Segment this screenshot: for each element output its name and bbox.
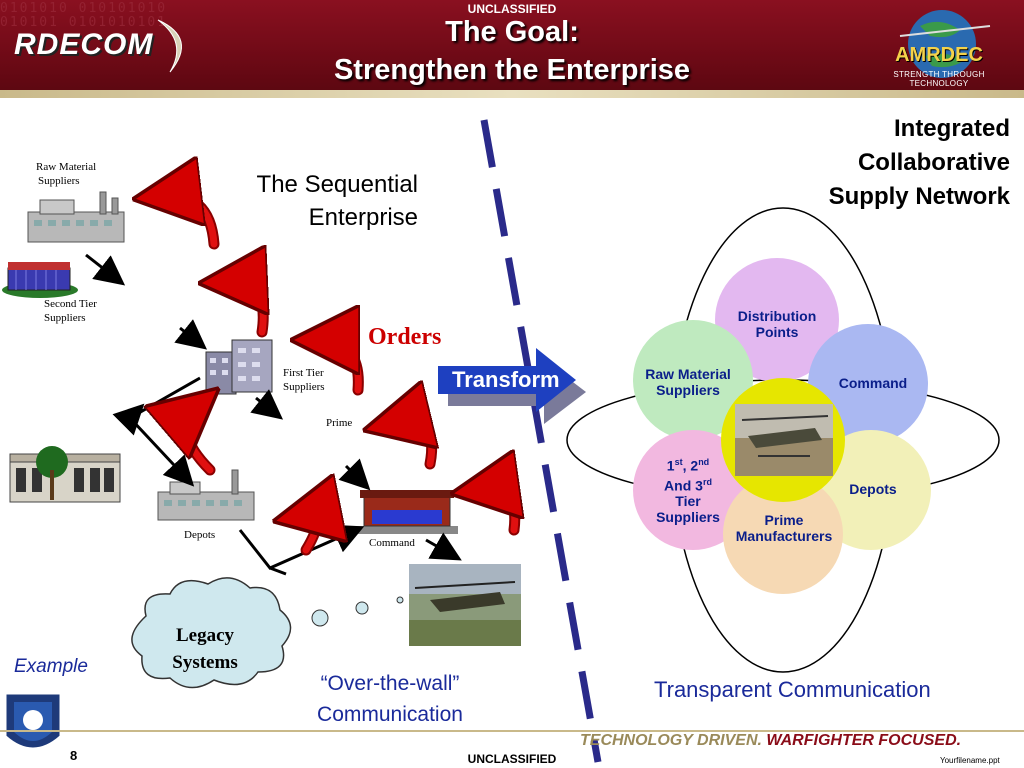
header-banner: 0101010 010101010 010101 0101010101 RDEC… — [0, 0, 1024, 96]
tier-suppliers-circle-label: 1st, 2nd And 3rd Tier Suppliers — [633, 454, 743, 525]
orders-label: Orders — [368, 324, 442, 350]
prime-line1: Prime — [764, 512, 804, 528]
heading-left-line2: Enterprise — [308, 204, 418, 231]
filename-label: Yourfilename.ppt — [940, 756, 1000, 765]
raw-line2: Suppliers — [656, 382, 720, 398]
factory-icon — [2, 262, 78, 298]
tier-line4: Suppliers — [656, 509, 720, 526]
transform-arrow — [438, 348, 586, 424]
transform-label: Transform — [452, 367, 560, 392]
first-tier-line1: First Tier — [283, 367, 324, 379]
heading-right-line1: Integrated — [893, 115, 1010, 142]
ewo-shield-icon — [5, 693, 61, 749]
heading-left-line1: The Sequential — [256, 171, 418, 198]
second-tier-line2: Suppliers — [44, 312, 86, 324]
circle-distribution-points — [715, 258, 839, 382]
circle-tier-suppliers — [633, 430, 753, 550]
slide-title-line1: The Goal: — [445, 16, 579, 48]
distribution-line2: Points — [755, 324, 799, 340]
second-tier-line1: Second Tier — [44, 298, 97, 310]
slogan-part2: WARFIGHTER FOCUSED. — [766, 732, 962, 749]
heading-right-line3: Supply Network — [828, 183, 1010, 210]
depots-circle-label: Depots — [849, 481, 897, 497]
distribution-line1: Distribution — [737, 308, 817, 324]
distribution-points-label: Distribution Points — [717, 308, 837, 340]
divider-dashed-line — [480, 119, 602, 763]
classification-bottom: UNCLASSIFIED — [467, 752, 557, 766]
over-wall-line2: Communication — [317, 703, 463, 726]
tier-line3: Tier — [675, 493, 701, 510]
raw-line1: Raw Material — [645, 366, 731, 382]
sequential-enterprise-heading: The Sequential Enterprise — [196, 168, 418, 234]
legacy-line1: Legacy — [175, 625, 235, 646]
raw-material-line2: Suppliers — [38, 175, 80, 187]
circle-raw-material — [633, 320, 753, 440]
office-building-icon — [205, 339, 273, 395]
first-tier-suppliers-label: First Tier Suppliers — [283, 366, 325, 394]
amrdec-tagline: STRENGTH THROUGH TECHNOLOGY — [893, 70, 985, 88]
raw-material-line1: Raw Material — [36, 161, 97, 173]
prime-label: Prime — [326, 417, 353, 429]
raw-material-suppliers-label: Raw Material Suppliers — [36, 160, 96, 188]
prime-manufacturers-circle-label: Prime Manufacturers — [724, 512, 844, 544]
helicopter-photo — [409, 564, 521, 646]
factory-icon — [27, 191, 125, 243]
integrated-network-heading: Integrated Collaborative Supply Network — [760, 112, 1010, 214]
tier-line1: 1st, 2nd — [666, 457, 710, 474]
globe-icon — [899, 10, 991, 78]
legacy-line2: Systems — [172, 652, 238, 673]
heading-right-line2: Collaborative — [857, 149, 1010, 176]
office-building-icon — [9, 446, 121, 503]
tier-line2: And 3rd — [664, 476, 712, 494]
rdecom-swoosh-icon — [157, 19, 182, 73]
transparent-communication-label: Transparent Communication — [654, 677, 931, 702]
prime-line2: Manufacturers — [735, 528, 833, 544]
slogan-part1: TECHNOLOGY DRIVEN. — [580, 732, 762, 749]
first-tier-line2: Suppliers — [283, 381, 325, 393]
raw-material-circle-label: Raw Material Suppliers — [633, 366, 743, 398]
depots-label: Depots — [184, 529, 216, 541]
binary-decoration: 0101010 010101010 010101 0101010101 — [0, 1, 168, 30]
classification-top: UNCLASSIFIED — [467, 2, 557, 16]
over-the-wall-label: “Over-the-wall” Communication — [290, 668, 490, 730]
slogan: TECHNOLOGY DRIVEN. WARFIGHTER FOCUSED. — [580, 732, 961, 750]
command-building-icon — [356, 490, 458, 534]
amrdec-logo: AMRDEC — [895, 44, 983, 66]
rdecom-logo: RDECOM — [14, 28, 154, 61]
circle-prime-manufacturers — [723, 474, 843, 594]
header-stripe — [0, 90, 1024, 98]
legacy-systems-label: Legacy Systems — [150, 622, 260, 676]
example-label: Example — [14, 656, 88, 677]
page-number: 8 — [70, 748, 78, 763]
over-wall-line1: “Over-the-wall” — [320, 672, 460, 695]
command-circle-label: Command — [838, 375, 908, 391]
factory-icon — [157, 469, 255, 521]
thought-cloud-icon — [131, 577, 404, 689]
second-tier-suppliers-label: Second Tier Suppliers — [44, 297, 97, 325]
slide-title-line2: Strengthen the Enterprise — [333, 54, 691, 86]
command-label: Command — [369, 537, 415, 549]
